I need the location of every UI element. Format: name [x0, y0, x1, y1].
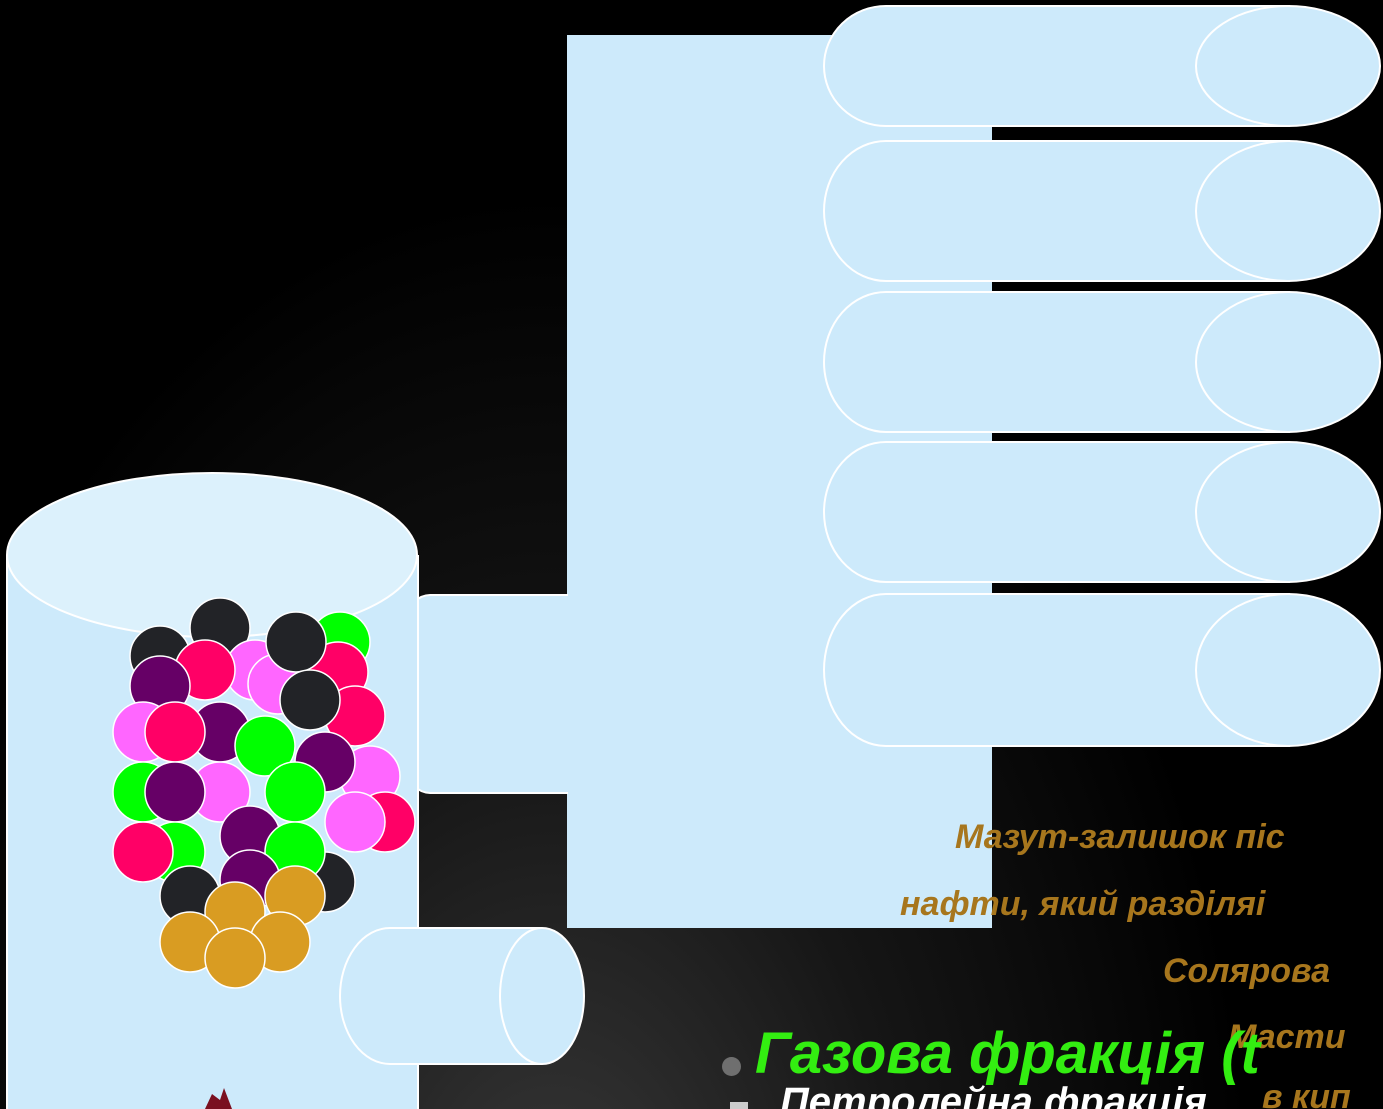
residue-pipe — [340, 928, 584, 1064]
molecule — [280, 670, 340, 730]
molecule — [265, 762, 325, 822]
molecule — [266, 612, 326, 672]
mazut-description-line-2: нафти, який разділяі — [900, 885, 1265, 924]
fraction-pipe-2 — [824, 141, 1380, 281]
molecule — [113, 822, 173, 882]
molecule — [205, 928, 265, 988]
square-bullet-icon — [730, 1102, 748, 1109]
round-bullet-icon — [722, 1057, 741, 1076]
mazut-description-line-3: Солярова — [1163, 952, 1330, 991]
molecule — [145, 762, 205, 822]
molecule — [145, 702, 205, 762]
mazut-description-line-5: в кип — [1262, 1078, 1351, 1109]
gas-fraction-label: Газова фракція (t — [755, 1020, 1260, 1087]
fraction-pipe-1 — [824, 6, 1380, 126]
fraction-pipe-5 — [824, 594, 1380, 746]
mazut-description-line-1: Мазут-залишок піс — [955, 818, 1285, 857]
fraction-pipe-3 — [824, 292, 1380, 432]
molecule — [325, 792, 385, 852]
fraction-pipe-4 — [824, 442, 1380, 582]
